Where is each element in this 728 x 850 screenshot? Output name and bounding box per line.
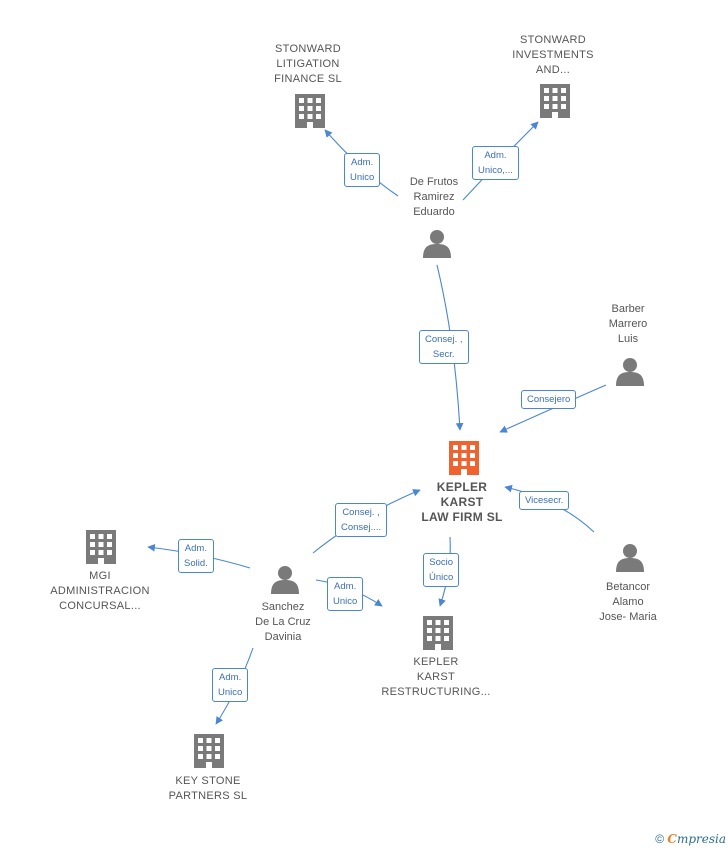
brand-logo-initial: C [667,832,677,846]
edge-label-consej-consej[interactable]: Consej. , Consej.... [335,503,388,537]
node-label-stonward-litigation[interactable]: STONWARD LITIGATION FINANCE SL [274,43,342,85]
node-label-sanchez[interactable]: Sanchez De La Cruz Davinia [255,601,311,643]
node-label-betancor[interactable]: Betancor Alamo Jose- Maria [599,581,657,623]
person-icon[interactable] [616,358,644,386]
node-label-stonward-investments[interactable]: STONWARD INVESTMENTS AND... [512,34,594,76]
building-icon[interactable] [540,84,570,118]
building-icon[interactable] [86,530,116,564]
edge-label-adm-unico-stonward-inv[interactable]: Adm. Unico,... [472,146,519,180]
brand-logo-text: mpresia [676,832,726,846]
edge-label-adm-unico-kepler-rest[interactable]: Adm. Unico [327,577,364,611]
person-icon[interactable] [423,230,451,258]
building-icon[interactable] [423,616,453,650]
node-label-kepler-karst-law-firm[interactable]: KEPLER KARST LAW FIRM SL [421,480,503,524]
edge-label-vicesecr[interactable]: Vicesecr. [519,491,570,510]
edge-label-adm-solid[interactable]: Adm. Solid. [178,539,214,573]
copyright-icon: © [655,832,665,846]
building-icon[interactable] [194,734,224,768]
building-icon[interactable] [449,441,479,475]
edge-label-consej-secr[interactable]: Consej. , Secr. [419,330,469,364]
node-label-key-stone[interactable]: KEY STONE PARTNERS SL [168,775,248,802]
edge-label-socio-unico[interactable]: Socio Único [423,553,460,587]
person-icon[interactable] [616,544,644,572]
person-icon[interactable] [271,566,299,594]
node-label-mgi[interactable]: MGI ADMINISTRACION CONCURSAL... [50,570,150,612]
edge-label-adm-unico-keystone[interactable]: Adm. Unico [212,668,249,702]
brand-footer: © Cmpresia [655,832,726,846]
building-icon[interactable] [295,94,325,128]
edge-label-consejero[interactable]: Consejero [521,390,577,409]
node-label-barber[interactable]: Barber Marrero Luis [608,303,648,345]
node-label-kepler-karst-restructuring[interactable]: KEPLER KARST RESTRUCTURING... [381,656,491,698]
edge-label-adm-unico-stonward-lit[interactable]: Adm. Unico [344,153,381,187]
node-label-de-frutos[interactable]: De Frutos Ramirez Eduardo [409,176,459,218]
